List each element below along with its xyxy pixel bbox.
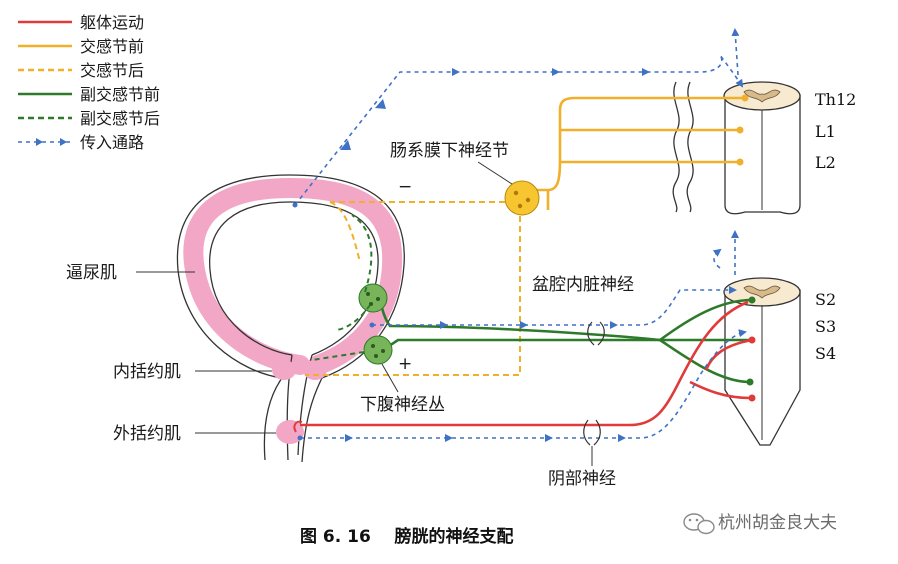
segment-label: S3 [815,317,836,336]
somatic-motor [300,300,753,427]
legend-label: 交感节后 [80,61,144,80]
label-external-sphincter: 外括约肌 [113,424,181,444]
legend-item-symp-pre: 交感节前 [18,37,144,56]
legend-item-somatic: 躯体运动 [18,13,144,32]
legend-label: 副交感节后 [80,109,160,128]
label-pudendal-nerve: 阴部神经 [548,469,616,489]
legend-label: 躯体运动 [80,13,144,32]
legend: 躯体运动 交感节前 交感节后 副交感节前 副交感节后 传入通路 [18,13,160,152]
legend-item-para-post: 副交感节后 [18,109,160,128]
segment-label: L2 [815,153,836,172]
external-sphincter-shape [276,420,304,444]
pelvic-ganglion-upper [358,283,388,313]
label-plus-sign: + [398,354,412,374]
wechat-icon [683,513,715,535]
legend-item-afferent: 传入通路 [18,133,144,152]
legend-item-para-pre: 副交感节前 [18,85,160,104]
spinal-cord-lower [723,277,801,446]
label-minus-sign: − [398,177,412,197]
segment-label: S4 [815,344,836,363]
afferent-pathways [294,28,747,439]
afferent-arrowheads [340,68,650,442]
nerve-bundle-markers [583,321,605,446]
parasympathetic-postganglionic [311,214,373,361]
label-pelvic-nerve: 盆腔内脏神经 [532,275,634,295]
sympathetic-preganglionic [522,96,745,210]
segment-label: Th12 [815,90,856,109]
legend-label: 交感节前 [80,37,144,56]
bladder [176,174,405,463]
label-detrusor: 逼尿肌 [66,263,117,283]
label-hypogastric-plexus: 下腹神经丛 [360,395,445,415]
segment-label: S2 [815,290,836,309]
watermark: 杭州胡金良大夫 [683,513,837,535]
label-internal-sphincter: 内括约肌 [113,362,181,382]
sympathetic-postganglionic [305,201,521,376]
spinal-cord-upper [723,81,801,215]
figure-caption: 图 6. 16 膀胱的神经支配 [300,526,513,547]
internal-sphincter-shape [272,360,296,380]
sympathetic-trunk [672,81,694,213]
segment-label: L1 [815,122,836,141]
legend-label: 副交感节前 [80,85,160,104]
legend-item-symp-post: 交感节后 [18,61,144,80]
pelvic-ganglion-lower [363,335,393,365]
legend-label: 传入通路 [80,133,144,152]
label-mesenteric-ganglion: 肠系膜下神经节 [390,141,509,161]
mesenteric-ganglion [504,180,540,216]
parasympathetic-preganglionic [378,298,753,384]
watermark-text: 杭州胡金良大夫 [718,513,837,533]
